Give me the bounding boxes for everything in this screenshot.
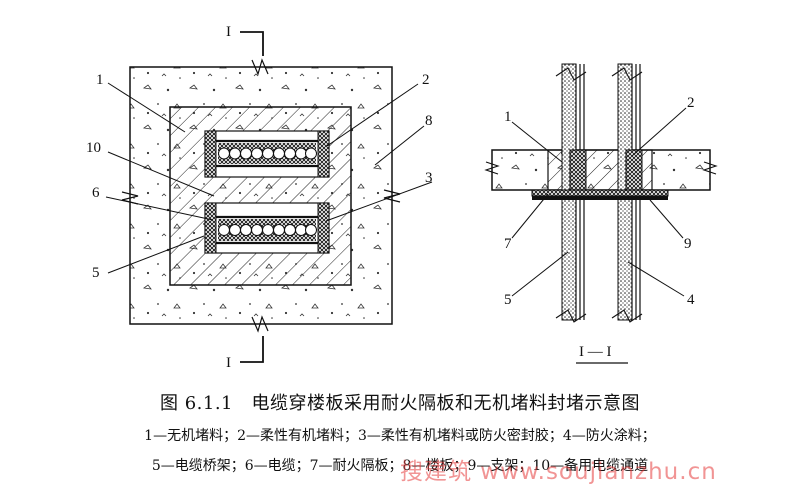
- section-view: 1 2 7 9 5 4 I — I: [484, 63, 718, 364]
- plan-label-10: 10: [86, 140, 101, 156]
- section-tray-break-top: [555, 67, 643, 81]
- plan-view: I I 1 2 8 10 3 6 5: [86, 24, 433, 371]
- section-mark-bottom: I: [226, 355, 231, 371]
- plan-label-3: 3: [425, 170, 433, 186]
- slab-break-top: [251, 58, 269, 76]
- section-label-1: 1: [504, 109, 512, 125]
- cables-lower: [218, 224, 317, 236]
- slab-break-right: [383, 189, 401, 203]
- plan-label-8: 8: [425, 113, 433, 129]
- section-tray-break-bottom: [555, 309, 643, 323]
- plan-leaders: [105, 82, 433, 274]
- section-slab-break-left: [484, 161, 500, 175]
- legend-line-2: 5—电缆桥架；6—电缆；7—耐火隔板；8—楼板；9—支架；10—备用电缆通道: [151, 458, 649, 474]
- section-cut-top-marker: [240, 31, 264, 56]
- plan-label-6: 6: [92, 185, 100, 201]
- section-support: [532, 196, 668, 200]
- legend-line-1: 1—无机堵料；2—柔性有机堵料；3—柔性有机堵料或防火密封胶；4—防火涂料；: [144, 428, 656, 444]
- cable-tray-lower: [204, 202, 330, 254]
- cable-tray-upper: [204, 130, 330, 178]
- slab-break-bottom: [251, 315, 269, 333]
- section-label-9: 9: [684, 236, 692, 252]
- figure-caption: 图 6.1.1 电缆穿楼板采用耐火隔板和无机堵料封堵示意图: [159, 393, 641, 414]
- section-label-5: 5: [504, 292, 512, 308]
- section-label-4: 4: [687, 292, 695, 308]
- cables-upper: [218, 147, 317, 160]
- section-slab-break-right: [702, 161, 718, 175]
- plan-label-1: 1: [96, 72, 104, 88]
- section-mark-top: I: [226, 24, 231, 40]
- section-cut-bottom-marker: [240, 336, 264, 363]
- section-label-7: 7: [504, 236, 512, 252]
- watermark: 搜建筑 www.soujianzhu.cn: [400, 459, 717, 485]
- plan-label-5: 5: [92, 265, 100, 281]
- section-label-2: 2: [687, 95, 695, 111]
- section-title: I — I: [579, 344, 612, 360]
- section-leaders: [511, 107, 687, 297]
- plan-label-2: 2: [422, 72, 430, 88]
- section-fire-board: [531, 189, 669, 197]
